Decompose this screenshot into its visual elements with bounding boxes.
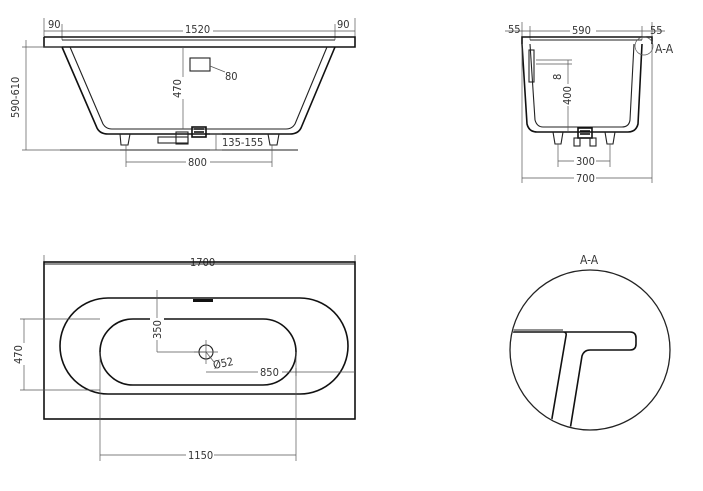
plan-dim-base-length: 1150 <box>188 449 213 462</box>
plan-view: 1700 350 Ø52 850 470 <box>12 255 356 462</box>
plan-outer-oval <box>59 297 349 395</box>
front-dim-rim-left: 90 <box>48 18 61 31</box>
side-view: 55 590 55 8 400 300 <box>505 22 674 185</box>
plan-outer-rim <box>43 261 356 420</box>
side-foot-left <box>552 131 564 145</box>
front-dim-length: 1520 <box>185 23 210 36</box>
detail-rim-profile <box>511 331 637 429</box>
side-dim-width-inner: 590 <box>572 24 591 37</box>
plan-dim-inner-depth: 350 <box>151 320 164 339</box>
detail-view: A-A <box>509 253 671 431</box>
front-dim-depth: 470 <box>171 79 184 98</box>
side-foot-right <box>604 131 616 145</box>
side-dim-rim-right: 55 <box>650 24 663 37</box>
plan-dim-drain-dia: Ø52 <box>212 355 235 372</box>
front-dim-waste-range: 135-155 <box>222 136 263 149</box>
front-dim-rim-right: 90 <box>337 18 350 31</box>
side-dim-rim-left: 55 <box>508 23 521 36</box>
front-dim-waste-offset: 800 <box>188 156 207 169</box>
front-tub-body <box>61 46 336 135</box>
front-foot-right <box>267 133 280 146</box>
side-dim-depth: 400 <box>561 86 574 105</box>
section-circle <box>634 36 654 56</box>
side-tub-body <box>521 43 643 133</box>
overflow-box <box>189 57 211 72</box>
side-dim-overflow-offset: 8 <box>551 74 564 80</box>
side-dim-width-total: 700 <box>576 172 595 185</box>
detail-circle <box>509 269 671 431</box>
detail-title: A-A <box>580 253 599 267</box>
front-dim-height-total: 590-610 <box>9 77 22 118</box>
waste-trap <box>191 126 207 138</box>
plan-overflow <box>193 299 213 302</box>
front-rim <box>43 36 356 48</box>
front-foot-left <box>119 133 131 146</box>
side-section-marker: A-A <box>655 42 674 56</box>
front-view: 90 1520 90 590-610 470 80 <box>9 18 356 169</box>
plan-dim-drain-offset: 850 <box>260 366 279 379</box>
front-dim-overflow: 80 <box>225 70 238 83</box>
side-dim-feet-spacing: 300 <box>576 155 595 168</box>
plan-dim-width: 470 <box>12 345 25 364</box>
waste-pipe <box>157 136 189 144</box>
